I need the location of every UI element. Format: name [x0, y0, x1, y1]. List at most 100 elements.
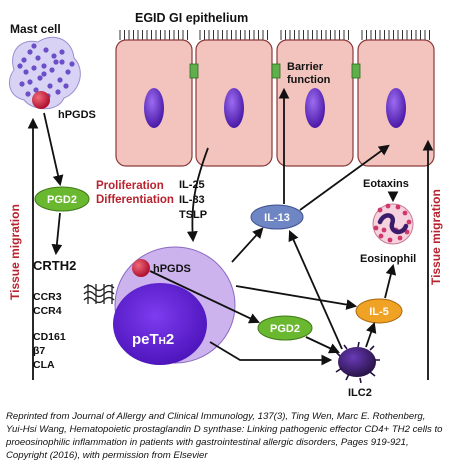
arrow-il13-to-epithelium: [299, 144, 390, 211]
mast-granule: [57, 77, 63, 83]
epithelial-cell-2: [195, 30, 273, 167]
ilc2-cell: [334, 341, 380, 384]
junction-2: [271, 63, 281, 79]
arrow-pgd2-to-crth2: [51, 212, 63, 256]
arrow-ilc2-to-il13: [288, 230, 343, 350]
mast-granule: [41, 71, 47, 77]
mast-granule: [27, 49, 33, 55]
tissue-migration-right: Tissue migration: [429, 189, 443, 285]
il5-label: IL-5: [369, 306, 389, 318]
pgd2-left-pill: PGD2: [34, 186, 90, 212]
mast-granule: [23, 69, 29, 75]
junction-3: [351, 63, 361, 79]
eosinophil-cell: [372, 203, 414, 245]
th2-hpgds-ball: [132, 259, 150, 277]
arrow-th2-to-il5: [235, 285, 358, 310]
epithelium: [115, 30, 435, 167]
mast-cell-label: Mast cell: [10, 22, 61, 36]
arrow-ilc2-to-il5: [365, 321, 377, 348]
mast-granule: [63, 83, 69, 89]
mast-granule: [19, 81, 25, 87]
marker-b7: β7: [33, 345, 45, 357]
arrows: [27, 87, 434, 380]
mast-granule: [17, 63, 23, 69]
mast-granule: [27, 79, 33, 85]
epithelial-nucleus: [224, 88, 244, 128]
arrow-pgd2-to-ilc2: [305, 336, 340, 354]
mast-granule: [41, 63, 47, 69]
eosinophil-granule: [381, 227, 387, 233]
mast-granule: [65, 69, 71, 75]
mast-granule: [33, 87, 39, 93]
eosinophil-granule: [404, 229, 410, 235]
mast-cell: [8, 36, 81, 110]
eosinophil-granule: [378, 233, 384, 239]
pgd2-right-label: PGD2: [270, 323, 300, 335]
ilc2-label: ILC2: [348, 387, 372, 399]
arrow-epithelium-to-th2: [186, 147, 209, 243]
mast-granule: [43, 47, 49, 53]
barrier-label-2: function: [287, 74, 331, 86]
marker-cla: CLA: [33, 359, 55, 371]
epithelial-cell-4: [357, 30, 435, 167]
arrow-th2-to-ilc2: [209, 341, 333, 366]
mast-granule: [51, 53, 57, 59]
peth2-cell: [113, 246, 236, 365]
eosinophil-granule: [387, 237, 393, 243]
mast-granule: [53, 59, 59, 65]
peth2-label: peTH2: [132, 331, 174, 348]
arrow-hpgds-to-pgd2: [149, 270, 260, 324]
mast-granule: [59, 59, 65, 65]
receptor-icon: [83, 284, 115, 304]
marker-ccr3: CCR3: [33, 291, 62, 303]
mast-granule: [31, 65, 37, 71]
epithelium-title: EGID GI epithelium: [135, 11, 248, 25]
il13-label: IL-13: [264, 212, 290, 224]
barrier-label-1: Barrier: [287, 61, 324, 73]
epithelial-cell-1: [115, 30, 193, 167]
eosinophil-label: Eosinophil: [360, 253, 416, 265]
mast-granule: [55, 89, 61, 95]
crth2-label: CRTH2: [33, 258, 76, 273]
eosinophil-granule: [373, 225, 379, 231]
junction-1: [189, 63, 199, 79]
mast-granule: [37, 75, 43, 81]
mast-granule: [35, 55, 41, 61]
eosinophil-granule: [402, 210, 408, 216]
pgd2-right-pill: PGD2: [257, 315, 313, 341]
marker-cd161: CD161: [33, 331, 66, 343]
eosinophil-granule: [385, 203, 391, 209]
eosinophil-granule: [377, 207, 383, 213]
mast-granule: [25, 91, 31, 97]
mast-granule: [47, 83, 53, 89]
epithelial-cell-3: [276, 30, 354, 167]
il5-pill: IL-5: [355, 298, 403, 324]
arrow-mast-to-pgd2: [43, 112, 64, 187]
pgd2-left-label: PGD2: [47, 194, 77, 206]
mast-granule: [31, 43, 37, 49]
arrow-il5-to-eosinophil: [384, 263, 397, 299]
mast-hpgds-label: hPGDS: [58, 109, 96, 121]
proliferation-label: Proliferation: [96, 180, 164, 192]
eotaxins-label: Eotaxins: [363, 178, 409, 190]
cytokine-il25: IL-25: [179, 179, 205, 191]
epithelial-nucleus: [144, 88, 164, 128]
mast-hpgds-ball: [32, 91, 50, 109]
eosinophil-granule: [406, 219, 412, 225]
tissue-migration-left: Tissue migration: [8, 204, 22, 300]
mast-granule: [59, 49, 65, 55]
arrow-th2-to-il13: [231, 227, 264, 263]
mast-granule: [69, 61, 75, 67]
eosinophil-granule: [397, 235, 403, 241]
eosinophil-granule: [395, 204, 401, 210]
pathway-diagram: EGID GI epithelium Mast cell hPGDS PGD2 …: [8, 11, 443, 399]
epithelial-nucleus: [305, 88, 325, 128]
epithelial-nucleus: [386, 88, 406, 128]
differentiation-label: Differentiation: [96, 194, 174, 206]
mast-granule: [21, 57, 27, 63]
il13-pill: IL-13: [250, 204, 304, 230]
mast-granule: [49, 67, 55, 73]
cytokine-il33: IL-33: [179, 194, 205, 206]
citation-caption: Reprinted from Journal of Allergy and Cl…: [6, 411, 443, 461]
marker-ccr4: CCR4: [33, 305, 62, 317]
